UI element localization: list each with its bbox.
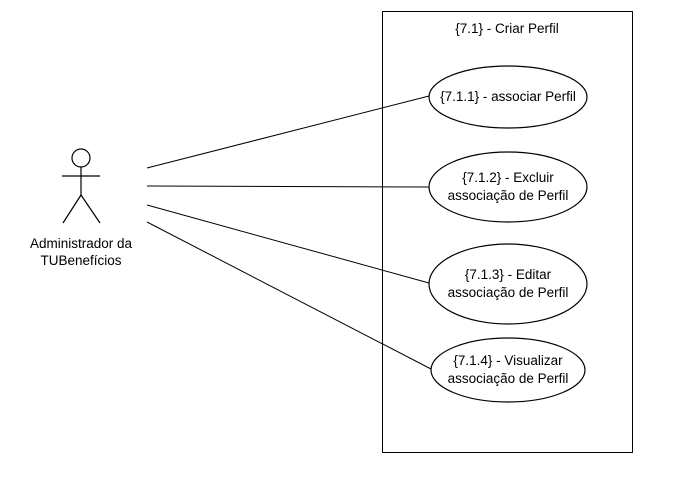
usecase-1-line1: {7.1.1} - associar Perfil: [440, 89, 576, 104]
usecase-ellipse-4: [430, 337, 586, 403]
actor-left-leg: [62, 194, 82, 224]
actor-name-line1: Administrador da: [29, 236, 133, 251]
usecase-2-line1: {7.1.2} - Excluir: [462, 170, 554, 185]
usecase-label-4: {7.1.4} - Visualizar associação de Perfi…: [448, 352, 569, 388]
usecase-label-1: {7.1.1} - associar Perfil: [440, 88, 576, 106]
usecase-label-2: {7.1.2} - Excluir associação de Perfil: [448, 169, 569, 205]
usecase-ellipse-3: [428, 243, 588, 325]
association-line-4: [146, 221, 432, 370]
usecase-3-line2: associação de Perfil: [447, 285, 569, 300]
usecase-ellipse-1: [428, 65, 588, 129]
system-title: {7.1} - Criar Perfil: [455, 21, 559, 36]
usecase-ellipse-2: [428, 151, 588, 223]
actor-figure: [62, 148, 101, 224]
usecase-4-line2: associação de Perfil: [447, 371, 569, 386]
usecase-4-line1: {7.1.4} - Visualizar: [453, 353, 563, 368]
association-line-1: [146, 95, 430, 169]
usecase-2-line2: associação de Perfil: [447, 188, 569, 203]
association-line-3: [146, 204, 430, 284]
actor-right-leg: [80, 194, 101, 224]
actor-name: Administrador da TUBenefícios: [30, 235, 132, 269]
actor-name-line2: TUBenefícios: [40, 253, 122, 268]
usecase-label-3: {7.1.3} - Editar associação de Perfil: [448, 266, 569, 302]
association-line-2: [146, 185, 430, 188]
actor-head: [71, 148, 91, 168]
usecase-3-line1: {7.1.3} - Editar: [464, 267, 552, 282]
